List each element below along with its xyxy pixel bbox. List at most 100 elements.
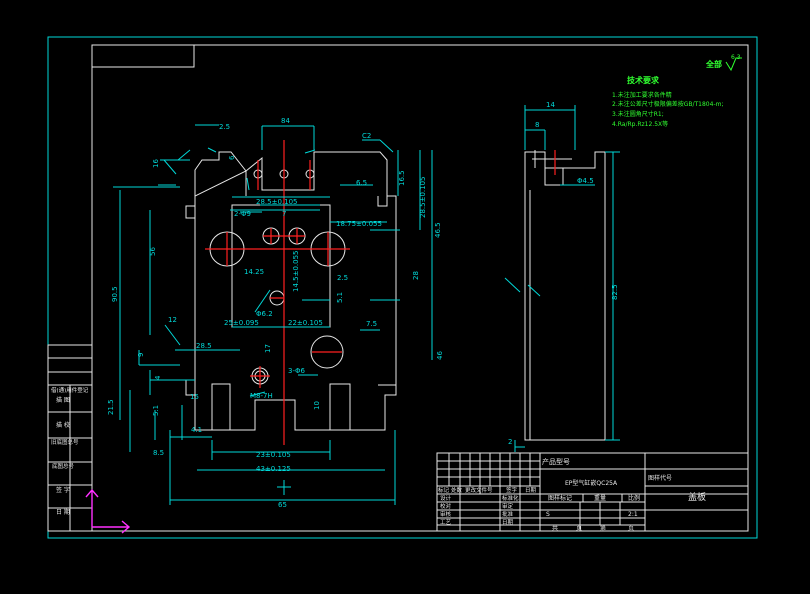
dim-2-5: 2.5 xyxy=(219,123,230,131)
dim-28: 28 xyxy=(412,271,420,280)
tb-sheet-total: 共 xyxy=(552,524,558,532)
side-dim-2: 2 xyxy=(508,438,512,446)
tb-signer-2: 校对 xyxy=(440,502,452,510)
tech-req-item-2: 2.未注公差尺寸极限偏差按GB/T1804-m; xyxy=(612,100,723,108)
tb-role-2: 审定 xyxy=(502,502,514,510)
dim-m8: M8-7H xyxy=(250,392,273,400)
left-col-1: 借(通)用件登记 xyxy=(51,386,89,394)
tb-role-4: 日期 xyxy=(502,519,514,526)
dim-6-5: 6.5 xyxy=(356,179,367,187)
dim-7-5: 7.5 xyxy=(366,320,377,328)
left-step xyxy=(185,205,195,396)
dim-17: 17 xyxy=(264,344,272,353)
tech-req-item-1: 1.未注加工要求各件精 xyxy=(612,91,672,99)
left-col-4: 旧底图总号 xyxy=(51,438,79,446)
tb-product-label: 产品型号 xyxy=(542,457,570,466)
tech-req-title: 技术要求 xyxy=(627,75,660,85)
right-step xyxy=(377,196,396,386)
leaders xyxy=(160,147,316,397)
dim-3-phi6: 3-Φ6 xyxy=(288,367,305,375)
tb-role-3: 批准 xyxy=(502,510,514,518)
left-column-lines xyxy=(48,357,92,531)
front-view-dims: 2.5 84 C2 16 6 28.5±0.105 6.5 16.5 7 2-Φ… xyxy=(107,117,444,509)
tb-h-count: 处数 xyxy=(451,486,463,494)
outer-border xyxy=(47,36,758,539)
roughness-value: 6.3 xyxy=(731,54,741,61)
title-block-lines xyxy=(437,453,748,531)
left-col-3: 描 校 xyxy=(56,421,70,429)
dim-phi6-2: Φ6.2 xyxy=(256,310,273,318)
tb-scale-value: 2:1 xyxy=(628,511,638,518)
dim-21-5: 21.5 xyxy=(107,399,115,415)
top-left-stamp-box xyxy=(91,44,195,68)
left-notch xyxy=(211,383,231,431)
side-dim-14: 14 xyxy=(546,101,555,109)
left-col-5: 底图总号 xyxy=(52,462,75,470)
dim-c2: C2 xyxy=(362,132,371,140)
side-dim-82-5: 82.5 xyxy=(611,284,619,300)
tb-stage-label: 图样标记 xyxy=(548,494,572,502)
dim-14-5: 14.5±0.055 xyxy=(292,251,300,293)
dim-8-5: 8.5 xyxy=(153,449,164,457)
tb-sheet-unit2: 页 xyxy=(628,525,634,532)
tb-h-mark: 标记 xyxy=(438,486,450,494)
dim-16: 16 xyxy=(152,159,160,168)
dim-4: 4 xyxy=(154,375,162,380)
dim-28-5-top: 28.5±0.105 xyxy=(256,198,298,206)
side-dim-phi: Φ4.5 xyxy=(577,177,594,185)
dim-28-5c: 28.5 xyxy=(196,342,212,350)
dim-22: 22±0.105 xyxy=(288,319,323,327)
tb-scale-label: 比例 xyxy=(628,494,640,502)
tb-part-name: 盖板 xyxy=(688,491,706,503)
dim-7: 7 xyxy=(282,210,286,218)
dim-9: 9 xyxy=(137,353,145,357)
tb-h-date: 日期 xyxy=(525,487,537,494)
title-block: 产品型号 EP型气缸嵌QC25A 图样代号 盖板 标记 处数 更改文件号 签字 … xyxy=(436,452,749,532)
dim-2-phi9: 2-Φ9 xyxy=(234,210,251,218)
tb-sheet-no: 第 xyxy=(600,524,606,532)
dim-16-5: 16.5 xyxy=(398,170,406,186)
left-col-7: 日 期 xyxy=(56,508,70,516)
dim-5-1: 5.1 xyxy=(336,292,344,303)
tb-signer-1: 设计 xyxy=(440,494,452,502)
dim-12: 12 xyxy=(168,316,177,324)
dim-18-75: 18.75±0.055 xyxy=(336,220,382,228)
part-outline xyxy=(194,151,397,431)
dim-15: 15 xyxy=(190,393,199,401)
dim-90-5: 90.5 xyxy=(111,286,119,302)
dim-2-5b: 2.5 xyxy=(337,274,348,282)
right-notch xyxy=(329,383,351,431)
left-col-6: 签 字 xyxy=(56,486,70,494)
dim-6: 6 xyxy=(228,155,236,160)
dimension-lines xyxy=(113,124,433,505)
tb-weight-label: 重量 xyxy=(594,494,606,502)
tb-drawing-no-label: 图样代号 xyxy=(648,474,672,482)
tb-signer-4: 工艺 xyxy=(440,519,452,526)
tb-role-1: 标准化 xyxy=(502,494,519,502)
tech-req-item-4: 4.Ra/Rp.Rz12.5X等 xyxy=(612,120,668,128)
center-lines xyxy=(205,140,350,445)
left-col-2: 描 图 xyxy=(56,396,70,404)
dim-25: 25±0.095 xyxy=(224,319,259,327)
side-internal xyxy=(529,150,572,440)
pocket xyxy=(231,204,331,328)
side-view: 14 8 Φ4.5 82.5 2 xyxy=(504,101,620,452)
hole-large-lower xyxy=(310,335,344,369)
dim-46-5: 46.5 xyxy=(434,222,442,238)
side-dims xyxy=(504,105,620,452)
tb-signer-3: 审核 xyxy=(440,510,452,518)
dim-56: 56 xyxy=(149,247,157,256)
dim-65: 65 xyxy=(278,501,287,509)
tb-stage-value: S xyxy=(546,511,550,518)
dim-46: 46 xyxy=(436,351,444,360)
dim-5-1b: 5.1 xyxy=(152,405,160,416)
dim-10: 10 xyxy=(313,401,321,410)
dim-43: 43±0.125 xyxy=(256,465,291,473)
tb-sheet-unit: 页 xyxy=(576,525,582,532)
front-view xyxy=(113,124,433,505)
left-column: 借(通)用件登记 描 图 描 校 旧底图总号 底图总号 签 字 日 期 xyxy=(47,344,93,532)
roughness-symbol xyxy=(725,57,742,72)
ucs-axis-icon xyxy=(85,488,131,534)
tb-h-sign: 签字 xyxy=(506,486,518,494)
